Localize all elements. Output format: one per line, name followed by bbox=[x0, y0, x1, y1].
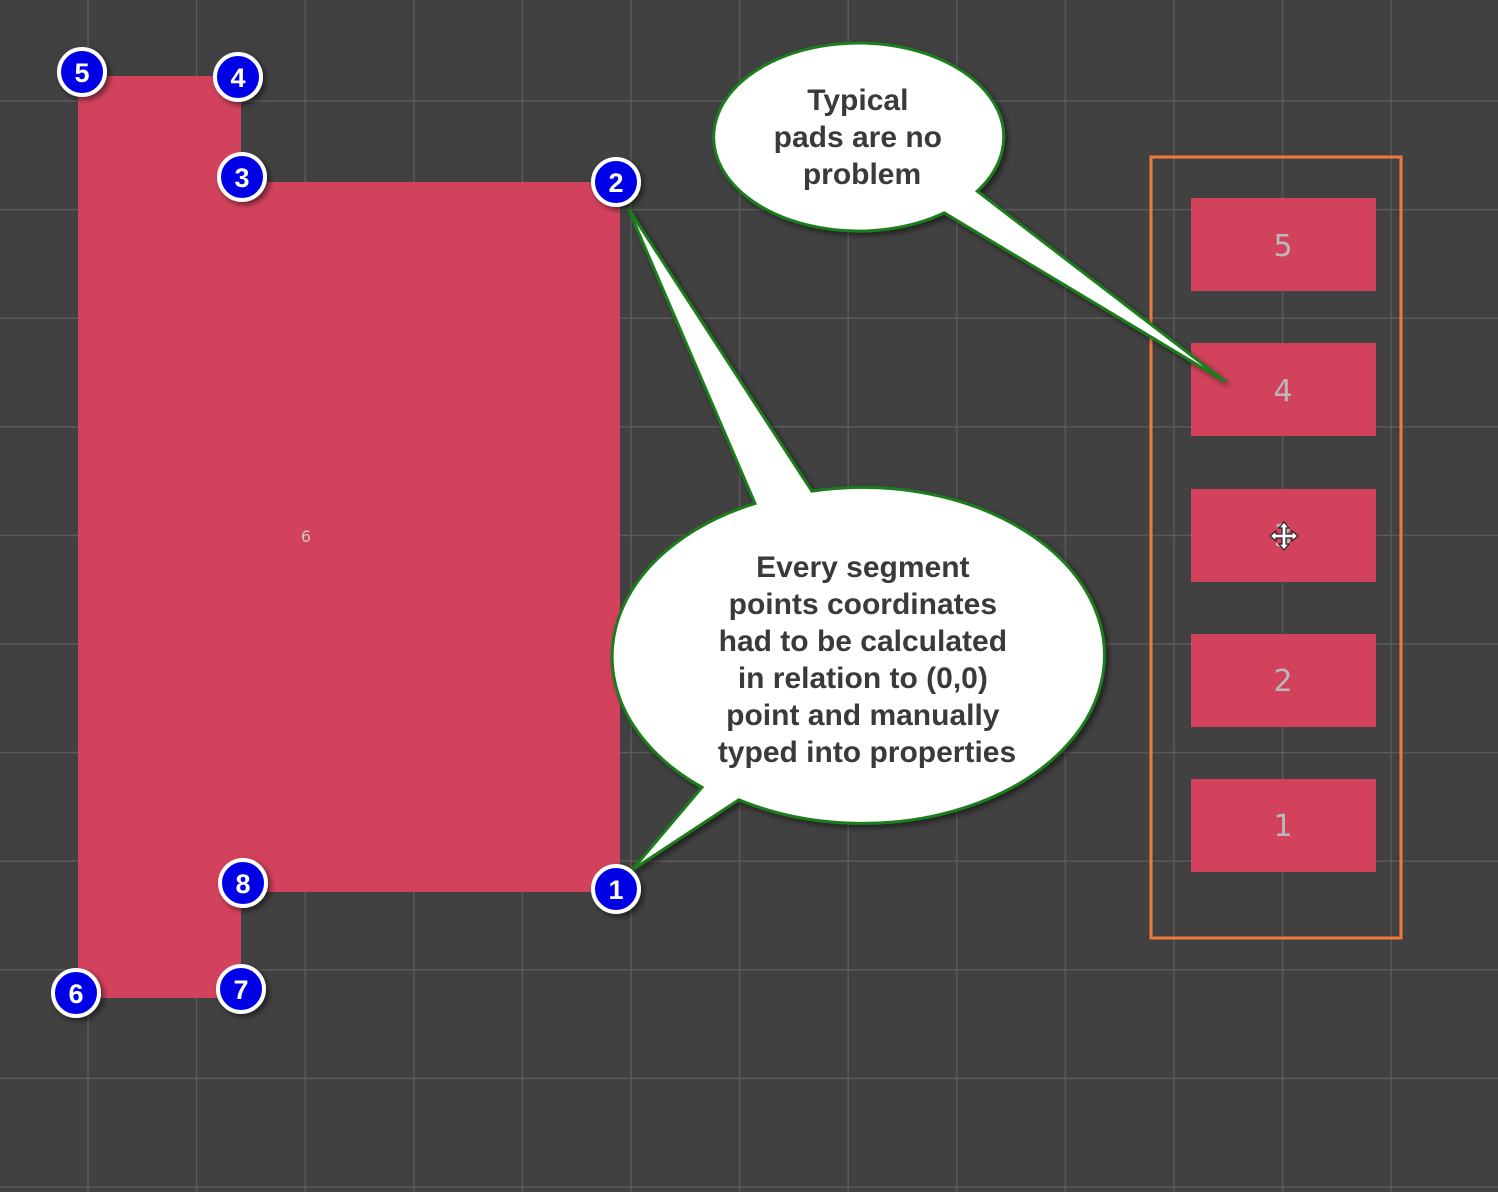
pad-label: 5 bbox=[1273, 229, 1292, 264]
svg-text:1: 1 bbox=[608, 875, 623, 905]
vertex-marker-3[interactable]: 3 bbox=[217, 152, 267, 202]
svg-text:8: 8 bbox=[235, 869, 250, 899]
callout-segment-bubble bbox=[610, 207, 1106, 872]
vertex-marker-7[interactable]: 7 bbox=[216, 964, 266, 1014]
pad-1[interactable]: 1 bbox=[1191, 779, 1376, 872]
component-outline bbox=[1149, 155, 1403, 940]
svg-text:5: 5 bbox=[74, 58, 89, 88]
vertex-marker-6[interactable]: 6 bbox=[51, 968, 101, 1018]
vertex-marker-2[interactable]: 2 bbox=[591, 157, 641, 207]
main-pad-label: 6 bbox=[301, 527, 311, 546]
pad-label: 1 bbox=[1273, 809, 1292, 844]
pad-2[interactable]: 2 bbox=[1191, 634, 1376, 727]
svg-text:2: 2 bbox=[608, 168, 623, 198]
pad-label: 4 bbox=[1273, 374, 1292, 409]
vertex-marker-4[interactable]: 4 bbox=[213, 52, 263, 102]
svg-text:6: 6 bbox=[68, 979, 83, 1009]
svg-text:4: 4 bbox=[230, 63, 245, 93]
vertex-marker-8[interactable]: 8 bbox=[218, 858, 268, 908]
pad-4[interactable]: 4 bbox=[1191, 343, 1376, 436]
main-pad-polygon[interactable] bbox=[78, 76, 620, 998]
vertex-marker-5[interactable]: 5 bbox=[57, 47, 107, 97]
callout-segment-text: Every segment points coordinates had to … bbox=[718, 551, 1016, 769]
callout-typical-bubble bbox=[712, 41, 1227, 384]
move-cursor-icon bbox=[1269, 521, 1299, 551]
pad-label: 2 bbox=[1273, 664, 1292, 699]
vertex-marker-1[interactable]: 1 bbox=[591, 864, 641, 914]
pad-5[interactable]: 5 bbox=[1191, 198, 1376, 291]
svg-text:3: 3 bbox=[234, 163, 249, 193]
svg-text:7: 7 bbox=[233, 975, 248, 1005]
callout-typical-text: Typical pads are no problem bbox=[774, 84, 951, 191]
